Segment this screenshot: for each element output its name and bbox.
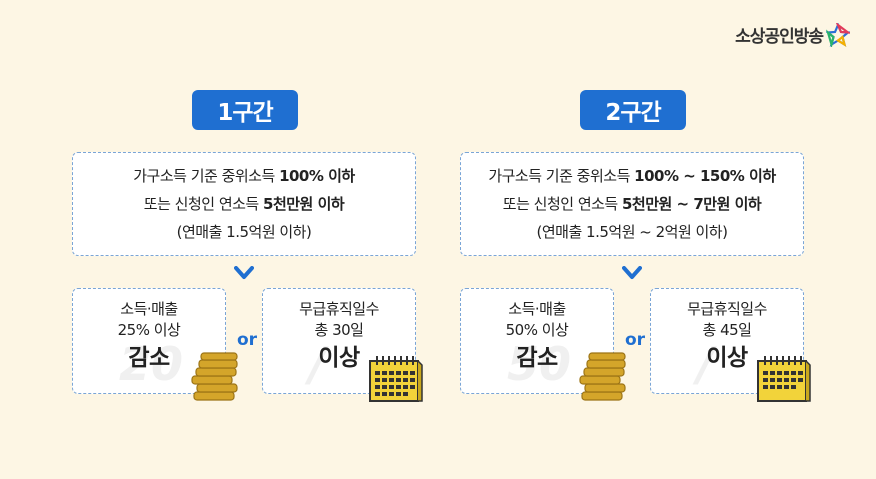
condition-box: 가구소득 기준 중위소득 100% ~ 150% 이하 또는 신청인 연소득 5… xyxy=(460,152,804,256)
condition-bold: 100% 이하 xyxy=(279,167,355,185)
condition-line-2: 또는 신청인 연소득 5천만원 이하 xyxy=(143,190,345,218)
background-number: / xyxy=(309,337,326,391)
box-line-1: 소득·매출 xyxy=(120,300,178,318)
box-line-1: 소득·매출 xyxy=(508,300,566,318)
section-1: 1구간 가구소득 기준 중위소득 100% 이하 또는 신청인 연소득 5천만원… xyxy=(72,0,423,479)
condition-box: 가구소득 기준 중위소득 100% 이하 또는 신청인 연소득 5천만원 이하 … xyxy=(72,152,416,256)
condition-line-2: 또는 신청인 연소득 5천만원 ~ 7만원 이하 xyxy=(502,190,762,218)
box-line-1: 무급휴직일수 xyxy=(299,300,379,318)
condition-text: 가구소득 기준 중위소득 xyxy=(488,167,635,185)
background-number: 50 xyxy=(507,337,572,391)
background-number: / xyxy=(697,337,714,391)
box-line-2: 50% 이상 xyxy=(505,321,569,339)
condition-bold: 5천만원 이하 xyxy=(263,195,345,213)
box-emphasis: 이상 xyxy=(706,345,748,371)
arrow-down-icon xyxy=(234,266,254,279)
section-badge: 1구간 xyxy=(192,90,298,130)
condition-line-3: (연매출 1.5억원 ~ 2억원 이하) xyxy=(536,223,728,241)
condition-text: 가구소득 기준 중위소득 xyxy=(133,167,280,185)
box-emphasis: 감소 xyxy=(516,345,558,371)
box-emphasis: 이상 xyxy=(318,345,360,371)
condition-bold: 5천만원 ~ 7만원 이하 xyxy=(622,195,762,213)
star-logo-icon xyxy=(826,22,850,47)
background-number: 20 xyxy=(119,337,184,391)
arrow-down-icon xyxy=(622,266,642,279)
calendar-icon xyxy=(757,356,811,402)
box-line-2: 25% 이상 xyxy=(117,321,181,339)
box-line-1: 무급휴직일수 xyxy=(687,300,767,318)
or-label: or xyxy=(624,330,646,350)
box-line-2: 총 30일 xyxy=(314,321,364,339)
section-2: 2구간 가구소득 기준 중위소득 100% ~ 150% 이하 또는 신청인 연… xyxy=(460,0,811,479)
condition-line-3: (연매출 1.5억원 이하) xyxy=(176,223,312,241)
condition-line-1: 가구소득 기준 중위소득 100% ~ 150% 이하 xyxy=(488,162,776,190)
or-label: or xyxy=(236,330,258,350)
unpaid-leave-box: / 무급휴직일수 총 30일 이상 xyxy=(262,288,416,394)
condition-bold: 100% ~ 150% 이하 xyxy=(634,167,776,185)
logo-text: 소상공인방송 xyxy=(735,27,824,47)
section-badge: 2구간 xyxy=(580,90,686,130)
condition-text: 또는 신청인 연소득 xyxy=(143,195,264,213)
broadcast-logo: 소상공인방송 xyxy=(735,22,850,47)
coins-icon xyxy=(579,352,626,401)
condition-text: 또는 신청인 연소득 xyxy=(502,195,622,213)
condition-line-1: 가구소득 기준 중위소득 100% 이하 xyxy=(133,162,355,190)
box-emphasis: 감소 xyxy=(128,345,170,371)
box-line-2: 총 45일 xyxy=(702,321,752,339)
calendar-icon xyxy=(369,356,423,402)
coins-icon xyxy=(191,352,238,401)
